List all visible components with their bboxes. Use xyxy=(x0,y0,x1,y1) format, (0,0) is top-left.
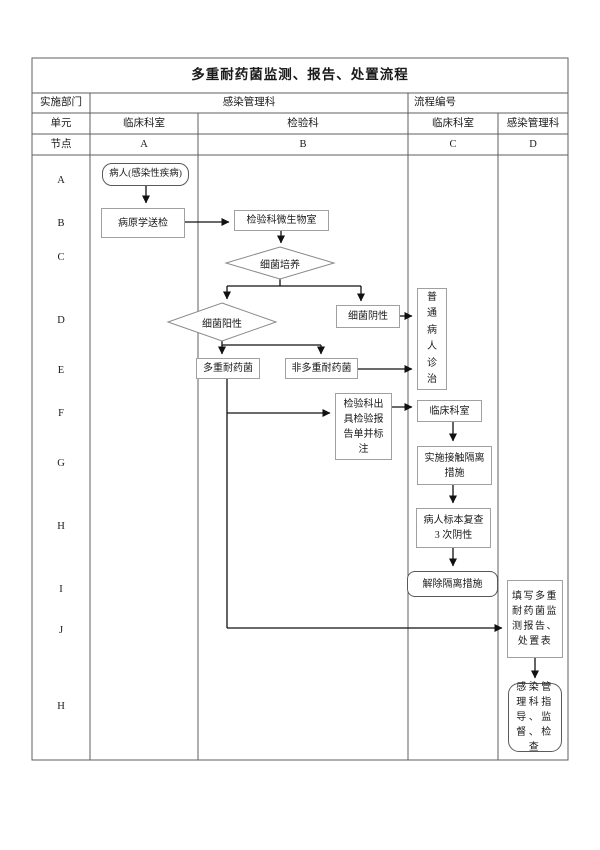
row-label-h: H xyxy=(57,521,65,533)
flow-node-supervision: 感染管 理科指 导、监 督、检查 xyxy=(508,682,562,753)
flow-node-micro-lab: 检验科微生物室 xyxy=(234,210,329,231)
row-label-j: J xyxy=(58,625,64,637)
row-label-b: B xyxy=(57,218,65,230)
header-node-col-c: C xyxy=(449,138,457,150)
flow-node-pathogen-test: 病原学送检 xyxy=(101,208,185,238)
header-node-label: 节点 xyxy=(50,138,72,150)
row-label-c: C xyxy=(57,252,65,264)
flow-arrows xyxy=(142,185,539,679)
header-unit-col-b: 检验科 xyxy=(287,117,319,129)
header-impl-dept-value: 感染管理科 xyxy=(222,97,276,109)
flow-node-negative: 细菌阴性 xyxy=(336,305,400,328)
table-grid xyxy=(31,57,569,761)
header-node-col-d: D xyxy=(529,138,537,150)
header-unit-col-a: 临床科室 xyxy=(123,117,165,129)
page-title: 多重耐药菌监测、报告、处置流程 xyxy=(191,67,409,83)
flow-node-clinical-dept: 临床科室 xyxy=(417,400,482,422)
header-flow-number-label: 流程编号 xyxy=(414,97,456,109)
flow-node-lab-report: 检验科出 具检验报 告单并标 注 xyxy=(335,393,392,460)
header-unit-label: 单元 xyxy=(50,117,72,129)
flow-node-mdro: 多重耐药菌 xyxy=(196,358,260,379)
row-label-k: H xyxy=(57,701,65,713)
row-label-i: I xyxy=(59,584,63,596)
flow-node-fill-form: 填写多重 耐药菌监 测报告、 处置表 xyxy=(507,580,563,658)
row-label-g: G xyxy=(57,458,65,470)
flow-node-contact-isolation: 实施接触隔离 措施 xyxy=(417,446,492,485)
flow-node-specimen-recheck: 病人标本复查 3 次阴性 xyxy=(416,508,491,548)
row-label-d: D xyxy=(57,315,65,327)
flow-node-ordinary-treatment: 普 通 病 人 诊 治 xyxy=(417,288,447,390)
row-label-e: E xyxy=(57,365,65,377)
flow-decision-culture: 细菌培养 xyxy=(260,259,300,271)
diamond-culture-shape xyxy=(224,246,336,280)
diamond-positive-shape xyxy=(166,302,278,342)
header-unit-col-d: 感染管理科 xyxy=(506,117,560,129)
row-label-f: F xyxy=(58,408,64,420)
header-node-col-a: A xyxy=(140,138,148,150)
flow-node-non-mdro: 非多重耐药菌 xyxy=(285,358,358,379)
row-label-a: A xyxy=(57,175,65,187)
header-node-col-b: B xyxy=(299,138,307,150)
flow-node-patient: 病人(感染性疾病) xyxy=(102,163,189,186)
header-impl-dept-label: 实施部门 xyxy=(40,97,82,109)
flow-node-remove-isolation: 解除隔离措施 xyxy=(407,571,498,597)
flow-decision-positive: 细菌阳性 xyxy=(202,318,242,330)
header-unit-col-c: 临床科室 xyxy=(432,117,474,129)
